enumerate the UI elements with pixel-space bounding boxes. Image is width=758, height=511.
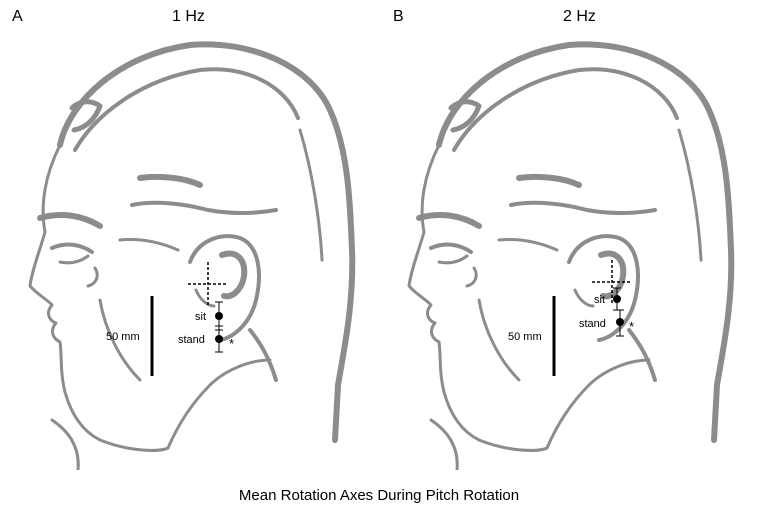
sit-label: sit: [594, 294, 605, 306]
sit-point: [613, 295, 621, 303]
figure-caption: Mean Rotation Axes During Pitch Rotation: [0, 487, 758, 504]
stand-label: stand: [579, 318, 606, 330]
head-diagram: 50 mm sit stand *: [379, 0, 758, 470]
stand-label: stand: [178, 334, 205, 346]
panel-letter: A: [12, 8, 23, 26]
sit-point: [215, 312, 223, 320]
stand-point: [215, 335, 223, 343]
scale-bar-label: 50 mm: [508, 331, 542, 343]
panel-letter: B: [393, 8, 404, 26]
panel-b: 50 mm sit stand * B 2 Hz: [379, 0, 758, 470]
panel-frequency: 1 Hz: [172, 8, 205, 26]
panel-a: 50 mm sit stand * A 1 Hz: [0, 0, 379, 470]
panel-frequency: 2 Hz: [563, 8, 596, 26]
stand-point: [616, 318, 624, 326]
stand-significance-marker: *: [629, 319, 634, 334]
crosshair: [188, 262, 228, 306]
sit-label: sit: [195, 311, 206, 323]
scale-bar-label: 50 mm: [106, 331, 140, 343]
head-diagram: 50 mm sit stand *: [0, 0, 379, 470]
stand-significance-marker: *: [229, 336, 234, 351]
